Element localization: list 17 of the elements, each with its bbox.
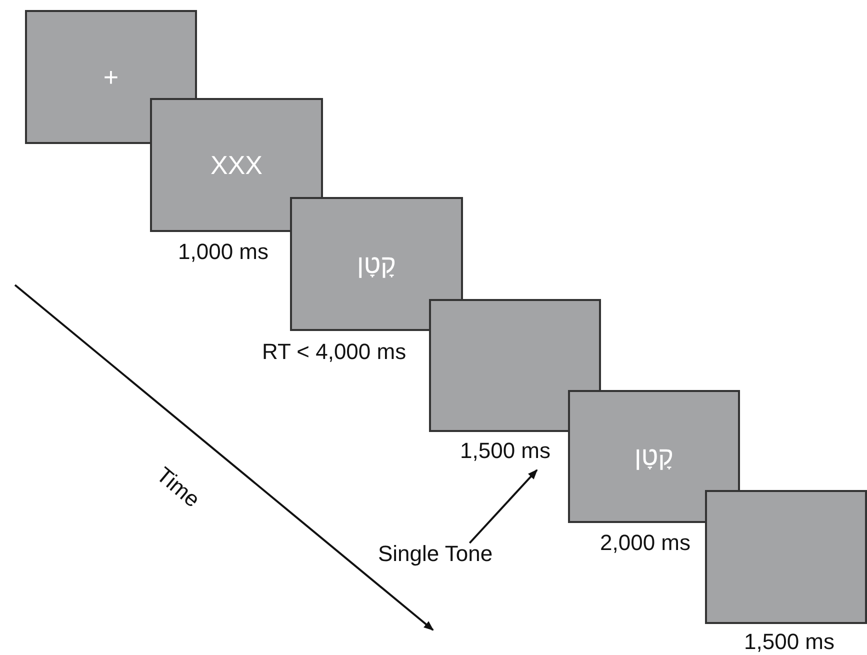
duration-label: 1,000 ms [178, 239, 268, 265]
screen-panel [290, 197, 463, 331]
stimulus-text: קָטָן [356, 248, 396, 280]
event-label: Single Tone [378, 541, 493, 567]
screen-panel [150, 98, 323, 232]
duration-label: 2,000 ms [600, 530, 690, 556]
screen-panel [568, 390, 740, 523]
stimulus-text: קָטָן [634, 441, 674, 472]
blank-screen [429, 299, 601, 432]
duration-label: 1,500 ms [460, 438, 550, 464]
stimulus-text: XXX [210, 150, 263, 180]
blank-screen [705, 490, 867, 624]
duration-label: RT < 4,000 ms [262, 339, 406, 365]
arrow [468, 469, 538, 544]
screen-panel [25, 10, 197, 144]
stimulus-text: + [103, 62, 119, 92]
duration-label: 1,500 ms [744, 629, 834, 655]
